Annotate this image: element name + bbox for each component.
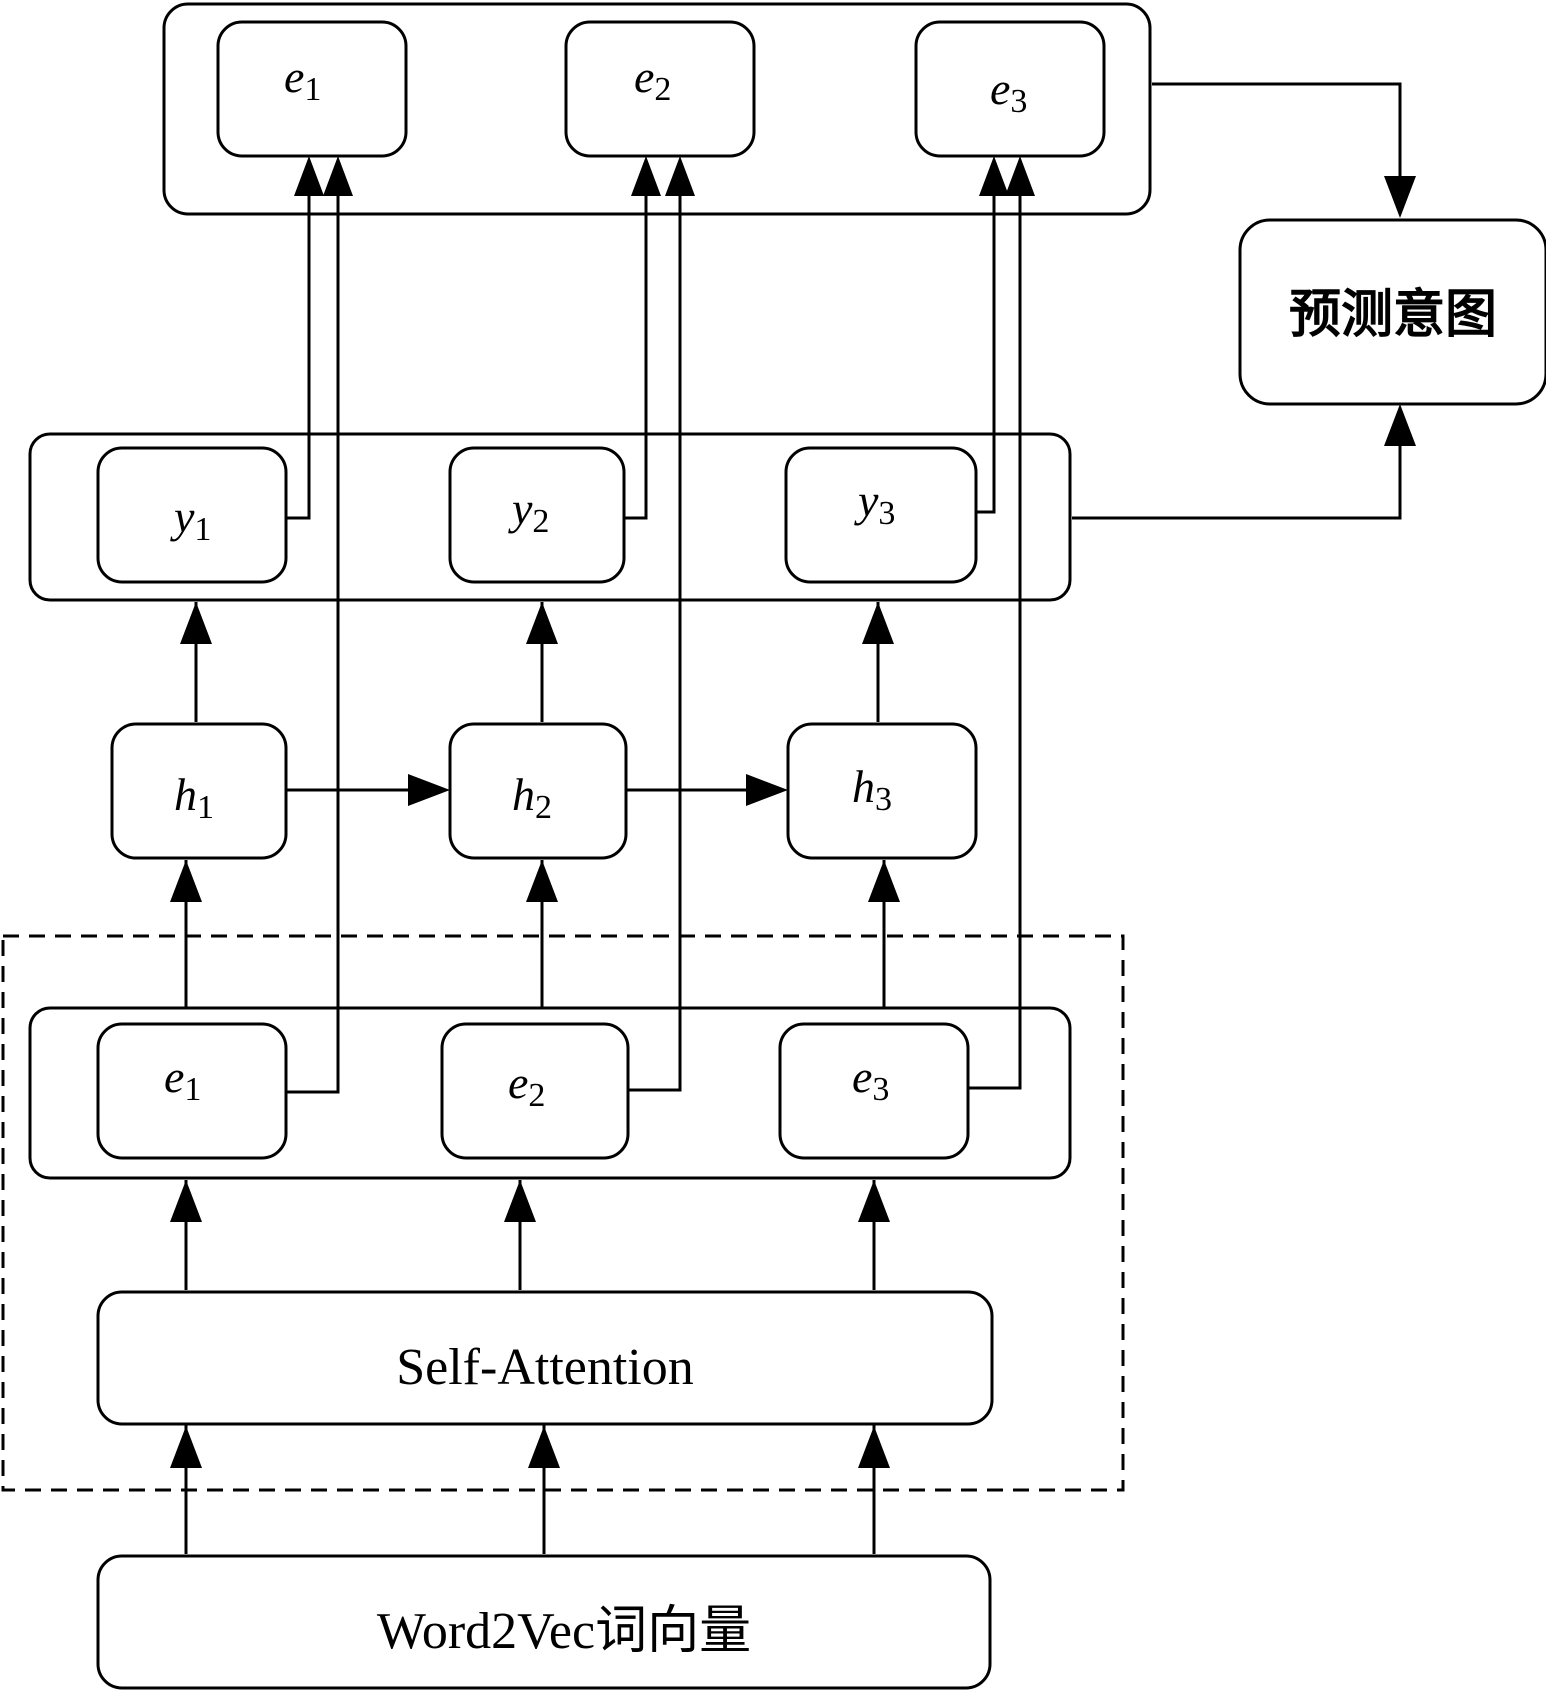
h2-box	[448, 722, 628, 860]
connector-y2-to-top-e2	[622, 168, 648, 520]
connector-bottom-e2-to-top-e2	[628, 168, 682, 1092]
y3-box	[784, 446, 978, 584]
connector-y1-to-top-e1	[286, 168, 311, 520]
connector-y-group-to-predict	[1072, 446, 1402, 520]
bottom-e3-label: e3	[852, 1051, 889, 1108]
y1-label: y1	[170, 491, 211, 548]
word2vec-box	[96, 1554, 992, 1690]
h3-label: h3	[852, 761, 892, 818]
y1-box	[96, 446, 288, 584]
h1-label: h1	[174, 769, 214, 826]
h2-label: h2	[512, 769, 552, 826]
top-e-group	[162, 2, 1152, 216]
attention-dashed-region	[1, 934, 1125, 1492]
bottom-e2-box	[440, 1022, 630, 1160]
h3-box	[786, 722, 978, 860]
bottom-e1-label: e1	[164, 1051, 201, 1108]
top-e2-box	[564, 20, 756, 158]
connector-top-group-to-predict	[1152, 82, 1402, 176]
self-attention-box	[96, 1290, 994, 1426]
bottom-e2-label: e2	[508, 1057, 545, 1114]
top-e2-label: e2	[634, 51, 671, 108]
y-group	[28, 432, 1072, 602]
top-e3-box	[914, 20, 1106, 158]
predict-intent-box	[1238, 218, 1546, 406]
bottom-e1-box	[96, 1022, 288, 1160]
top-e1-box	[216, 20, 408, 158]
top-e1-label: e1	[284, 51, 321, 108]
connector-bottom-e3-to-top-e3	[966, 168, 1022, 1090]
y3-label: y3	[854, 475, 895, 532]
bottom-e3-box	[778, 1022, 970, 1160]
word2vec-label: Word2Vec词向量	[377, 1603, 751, 1660]
top-e3-label: e3	[990, 63, 1027, 120]
h1-box	[110, 722, 288, 860]
connector-y3-to-top-e3	[977, 168, 996, 514]
predict-intent-label: 预测意图	[1289, 285, 1497, 345]
y2-box	[448, 446, 626, 584]
arrowheads	[170, 156, 1416, 1468]
self-attention-label: Self-Attention	[396, 1339, 694, 1396]
y2-label: y2	[508, 483, 549, 540]
connector-bottom-e1-to-top-e1	[286, 168, 340, 1094]
bottom-e-group	[28, 1006, 1072, 1180]
